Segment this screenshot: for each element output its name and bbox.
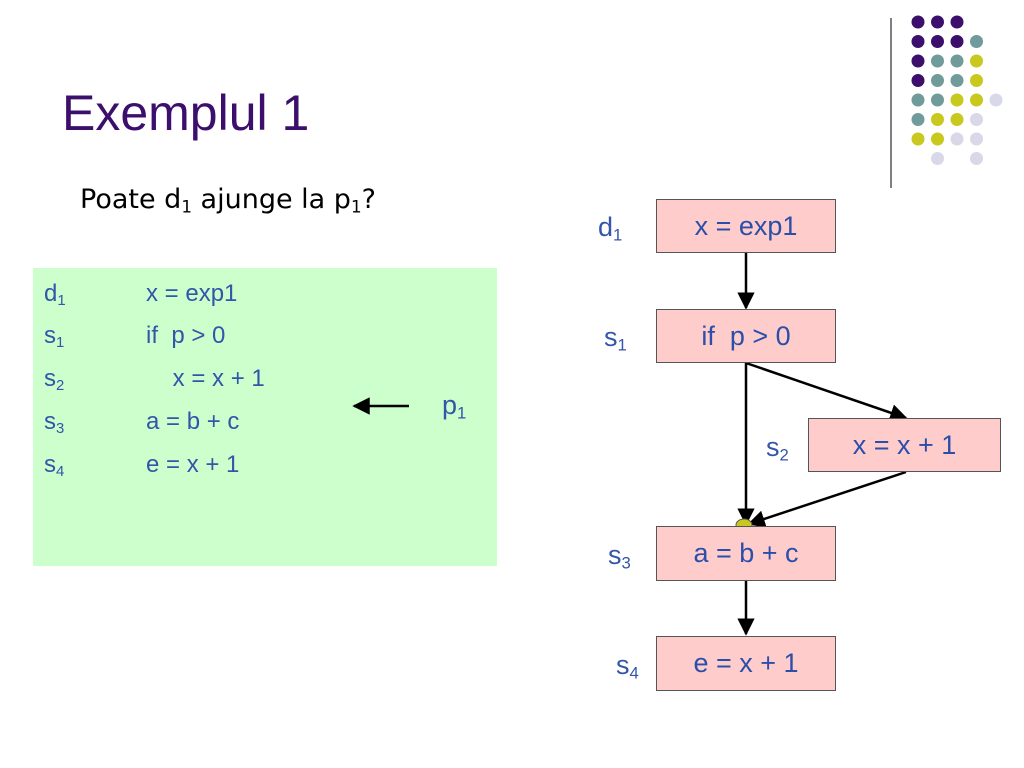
decorative-dot: [911, 35, 925, 48]
decorative-dot: [931, 113, 944, 126]
decorative-dot: [950, 54, 964, 68]
decorative-dot: [970, 93, 983, 107]
code-line-label: d1: [44, 280, 66, 310]
code-line-text: if p > 0: [146, 322, 226, 349]
decorative-dot: [911, 132, 925, 146]
code-line-text: e = x + 1: [146, 451, 240, 478]
decorative-dot: [970, 113, 983, 126]
question-sub-1: 1: [181, 196, 192, 217]
decorative-dot: [931, 93, 944, 107]
cfg-node-label: s2: [766, 432, 789, 465]
decorative-dot: [931, 74, 944, 87]
decorative-dot: [950, 113, 964, 126]
question-text: Poate d1 ajunge la p1?: [80, 184, 376, 215]
decorative-dot: [970, 74, 983, 87]
code-listing-box: [33, 268, 497, 566]
decorative-dot: [911, 113, 925, 126]
question-sub-2: 1: [350, 196, 362, 217]
cfg-node-label: d1: [598, 212, 623, 245]
cfg-node-label: s3: [608, 540, 631, 573]
decorative-dots: [911, 15, 1003, 165]
cfg-node-d1: x = exp1: [656, 199, 836, 253]
code-line-label: s4: [44, 451, 65, 481]
code-line-label: s1: [44, 322, 65, 352]
decorative-dot: [950, 15, 964, 29]
decorative-dot: [950, 132, 964, 146]
point-label: p1: [442, 390, 467, 423]
question-middle: ajunge la p: [191, 184, 351, 215]
decorative-dot: [931, 15, 944, 29]
decorative-dot: [931, 35, 944, 48]
decorative-dot: [911, 93, 925, 107]
question-suffix: ?: [361, 184, 376, 215]
decorative-dot: [911, 54, 925, 68]
cfg-node-label: s4: [616, 650, 639, 683]
edge-s1-s2: [745, 361, 908, 422]
decorative-dot: [970, 132, 983, 146]
code-line-label: s2: [44, 365, 65, 395]
decorative-divider: [890, 18, 892, 188]
code-line-text: x = exp1: [146, 280, 238, 307]
decorative-dot: [911, 74, 925, 87]
question-prefix: Poate d: [80, 184, 182, 215]
decorative-dot: [970, 35, 983, 48]
slide-title: Exemplul 1: [62, 85, 310, 141]
edge-s2-s3: [747, 470, 907, 528]
cfg-node-s1: if p > 0: [656, 309, 836, 363]
decorative-dot: [950, 35, 964, 48]
cfg-node-label: s1: [604, 322, 627, 355]
cfg-node-s4: e = x + 1: [656, 636, 836, 691]
decorative-dot: [911, 15, 925, 29]
cfg-node-s3: a = b + c: [656, 526, 836, 581]
cfg-node-s2: x = x + 1: [808, 418, 1001, 472]
decorative-dot: [970, 54, 983, 68]
decorative-dot: [931, 132, 944, 146]
decorative-dot: [950, 93, 964, 107]
code-line-text: a = b + c: [146, 408, 240, 435]
decorative-dot: [931, 54, 944, 68]
decorative-dot: [989, 93, 1003, 107]
decorative-dot: [970, 152, 983, 165]
decorative-dot: [950, 74, 964, 87]
decorative-dot: [931, 152, 944, 165]
code-line-text: x = x + 1: [146, 365, 265, 392]
code-line-label: s3: [44, 408, 65, 438]
